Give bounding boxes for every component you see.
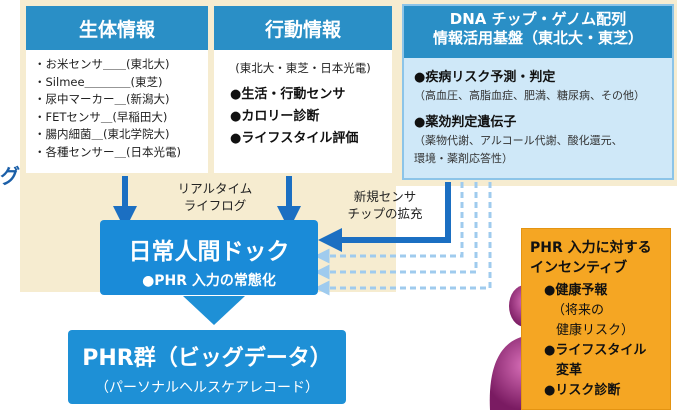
- incentive-item: 健康リスク）: [556, 323, 635, 338]
- dna-info-header: DNA チップ・ゲノム配列 情報活用基盤（東北大・東芝）: [404, 6, 672, 58]
- incentive-title-1: PHR 入力に対する: [530, 240, 652, 256]
- phr-bigdata-sub: （パーソナルヘルスケアレコード）: [95, 380, 319, 396]
- incentive-title-2: インセンティブ: [530, 260, 628, 276]
- daily-health-check-sub: ●PHR 入力の常態化: [142, 273, 276, 289]
- behavior-orgs: (東北大・東芝・日本光電): [235, 61, 371, 75]
- behavior-item: ●カロリー診断: [230, 109, 320, 124]
- bio-item: ・腸内細菌＿(東北学院大): [34, 127, 170, 141]
- behavior-info-title: 行動情報: [214, 6, 392, 50]
- dna-item-drug-gene: ●薬効判定遺伝子: [414, 115, 517, 130]
- incentive-box: PHR 入力に対する インセンティブ ●健康予報 （将来の 健康リスク） ●ライ…: [521, 228, 671, 410]
- phr-bigdata-title: PHR群（ビッグデータ）: [82, 346, 332, 371]
- dashed-arrows-dna: [314, 182, 492, 296]
- edge-text: グ: [0, 164, 20, 188]
- dna-title-line2: 情報活用基盤（東北大・東芝）: [432, 29, 643, 47]
- bio-item: ・お米センサ＿＿(東北大): [34, 57, 170, 71]
- bio-info-box: 生体情報 ・お米センサ＿＿(東北大) ・Silmee＿＿＿＿(東芝) ・尿中マー…: [26, 6, 208, 173]
- incentive-item: 変革: [556, 363, 583, 378]
- dna-item-disease-risk: ●疾病リスク予測・判定: [414, 70, 556, 85]
- behavior-info-box: 行動情報 (東北大・東芝・日本光電) ●生活・行動センサ ●カロリー診断 ●ライ…: [214, 6, 392, 173]
- bio-item: ・各種センサー＿(日本光電): [34, 144, 181, 159]
- incentive-item: ●リスク診断: [544, 383, 621, 398]
- bio-sensor-list: ・お米センサ＿＿(東北大) ・Silmee＿＿＿＿(東芝) ・尿中マーカー＿(新…: [26, 50, 208, 167]
- new-sensor-label: 新規センサ チップの拡充: [335, 188, 435, 222]
- dna-info-panel: DNA チップ・ゲノム配列 情報活用基盤（東北大・東芝） ●疾病リスク予測・判定…: [402, 4, 674, 180]
- behavior-item: ●ライフスタイル評価: [230, 131, 359, 146]
- incentive-item: ●健康予報: [544, 283, 608, 298]
- dna-item-drug-gene-detail-2: 環境・薬剤応答性）: [414, 152, 513, 165]
- bio-item: ・Silmee＿＿＿＿(東芝): [34, 74, 163, 89]
- realtime-lifelog-label: リアルタイム ライフログ: [160, 180, 270, 214]
- bio-item: ・FETセンサ＿(早稲田大): [34, 109, 168, 124]
- daily-health-check-title: 日常人間ドック: [128, 239, 290, 265]
- incentive-item: ●ライフスタイル: [544, 343, 647, 358]
- dna-title-line1: DNA チップ・ゲノム配列: [449, 10, 627, 28]
- incentive-item: （将来の: [552, 303, 605, 318]
- bio-info-title: 生体情報: [26, 6, 208, 50]
- arrow-dna-to-dock: [318, 182, 451, 252]
- realtime-line1: リアルタイム: [177, 181, 253, 196]
- new-sensor-line1: 新規センサ: [353, 189, 417, 204]
- phr-bigdata-box: PHR群（ビッグデータ） （パーソナルヘルスケアレコード）: [68, 330, 346, 404]
- dna-item-disease-risk-detail: （高血圧、高脂血症、肥満、糖尿病、その他）: [414, 89, 645, 102]
- triangle-dock-to-phr: [183, 296, 245, 325]
- bio-item: ・尿中マーカー＿(新潟大): [34, 92, 170, 106]
- new-sensor-line2: チップの拡充: [347, 206, 423, 221]
- daily-health-check-box: 日常人間ドック ●PHR 入力の常態化: [100, 220, 318, 295]
- dna-item-drug-gene-detail-1: （薬物代謝、アルコール代謝、酸化還元、: [414, 134, 623, 147]
- behavior-item: ●生活・行動センサ: [230, 87, 346, 102]
- realtime-line2: ライフログ: [183, 198, 247, 213]
